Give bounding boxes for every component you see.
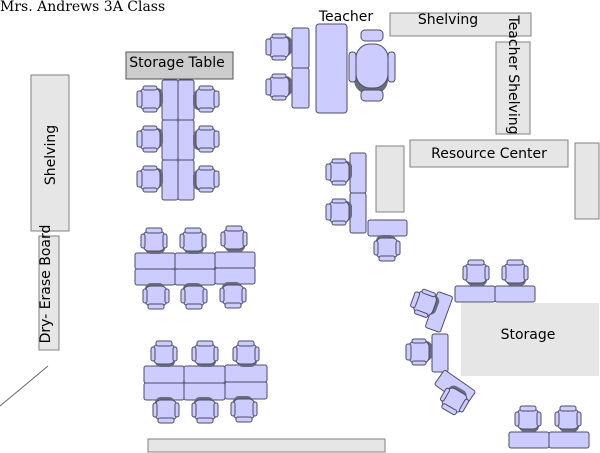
desk (349, 152, 367, 194)
desk (183, 365, 226, 384)
storage-label: Storage (500, 327, 556, 343)
chair (405, 338, 433, 366)
shelving-top-label: Shelving (417, 12, 479, 28)
chair (180, 282, 208, 310)
chair (192, 85, 220, 113)
teacher-chair (348, 29, 396, 102)
table-group-1 (136, 79, 220, 201)
table-group-4 (325, 152, 408, 262)
desk (161, 79, 179, 121)
desk (134, 268, 176, 286)
chair (265, 33, 293, 61)
desk (174, 268, 216, 286)
shelving-top (389, 12, 532, 37)
desk (214, 251, 256, 269)
shelving-left (30, 74, 70, 232)
chair (179, 227, 207, 255)
door-line (0, 365, 49, 407)
dry-erase-board-label: Dry- Erase Board (38, 224, 54, 344)
chair (265, 73, 293, 101)
chair (219, 281, 247, 309)
desk (177, 119, 195, 161)
chair (136, 165, 164, 193)
chair (554, 405, 582, 433)
teacher-desk-group (265, 23, 396, 114)
teacher-shelving-label: Teacher Shelving (505, 15, 521, 135)
chair (191, 396, 219, 424)
chair (373, 234, 401, 262)
storage-table (125, 51, 234, 80)
teacher-shelving (495, 41, 531, 135)
table-group-2 (134, 225, 256, 310)
chair (152, 396, 180, 424)
chair (325, 158, 353, 186)
storage-table-label: Storage Table (129, 55, 225, 71)
desk (367, 219, 408, 237)
chair (150, 340, 178, 368)
desk (174, 252, 216, 270)
desk (214, 267, 256, 285)
dry-erase-board (38, 235, 60, 351)
chair (192, 165, 220, 193)
bottom-shelf (147, 438, 386, 453)
shelving-left-label: Shelving (43, 124, 59, 186)
resource-center-label: Resource Center (431, 146, 547, 162)
desk (291, 27, 310, 69)
desk (134, 252, 176, 270)
chair (136, 85, 164, 113)
teacher-desk (315, 23, 348, 114)
teacher-label: Teacher (318, 9, 374, 25)
table-group-5 (405, 259, 536, 419)
chair (230, 395, 258, 423)
chair (142, 282, 170, 310)
table-group-3 (143, 340, 268, 424)
storage-area (461, 303, 599, 376)
desk (143, 365, 185, 384)
resource-center (409, 139, 569, 168)
desk (177, 79, 195, 121)
desk (494, 285, 536, 303)
table-group-6 (508, 405, 590, 449)
chair (325, 198, 353, 226)
chair (220, 225, 248, 253)
desk (431, 333, 449, 373)
desk (349, 192, 367, 234)
desk (548, 431, 590, 449)
desk (177, 159, 195, 201)
chair (192, 125, 220, 153)
desk (508, 431, 550, 449)
desk (161, 159, 179, 201)
right-cabinet (574, 142, 600, 220)
desk (454, 285, 496, 303)
desk (224, 364, 268, 383)
chair (136, 125, 164, 153)
chair (501, 259, 529, 287)
desk (291, 67, 310, 109)
chair (514, 405, 542, 433)
side-cabinet (375, 145, 405, 213)
chair (232, 340, 260, 368)
chair (140, 227, 168, 255)
page-title: Mrs. Andrews 3A Class (0, 0, 166, 15)
desk (161, 119, 179, 161)
chair (462, 259, 490, 287)
chair (191, 340, 219, 368)
